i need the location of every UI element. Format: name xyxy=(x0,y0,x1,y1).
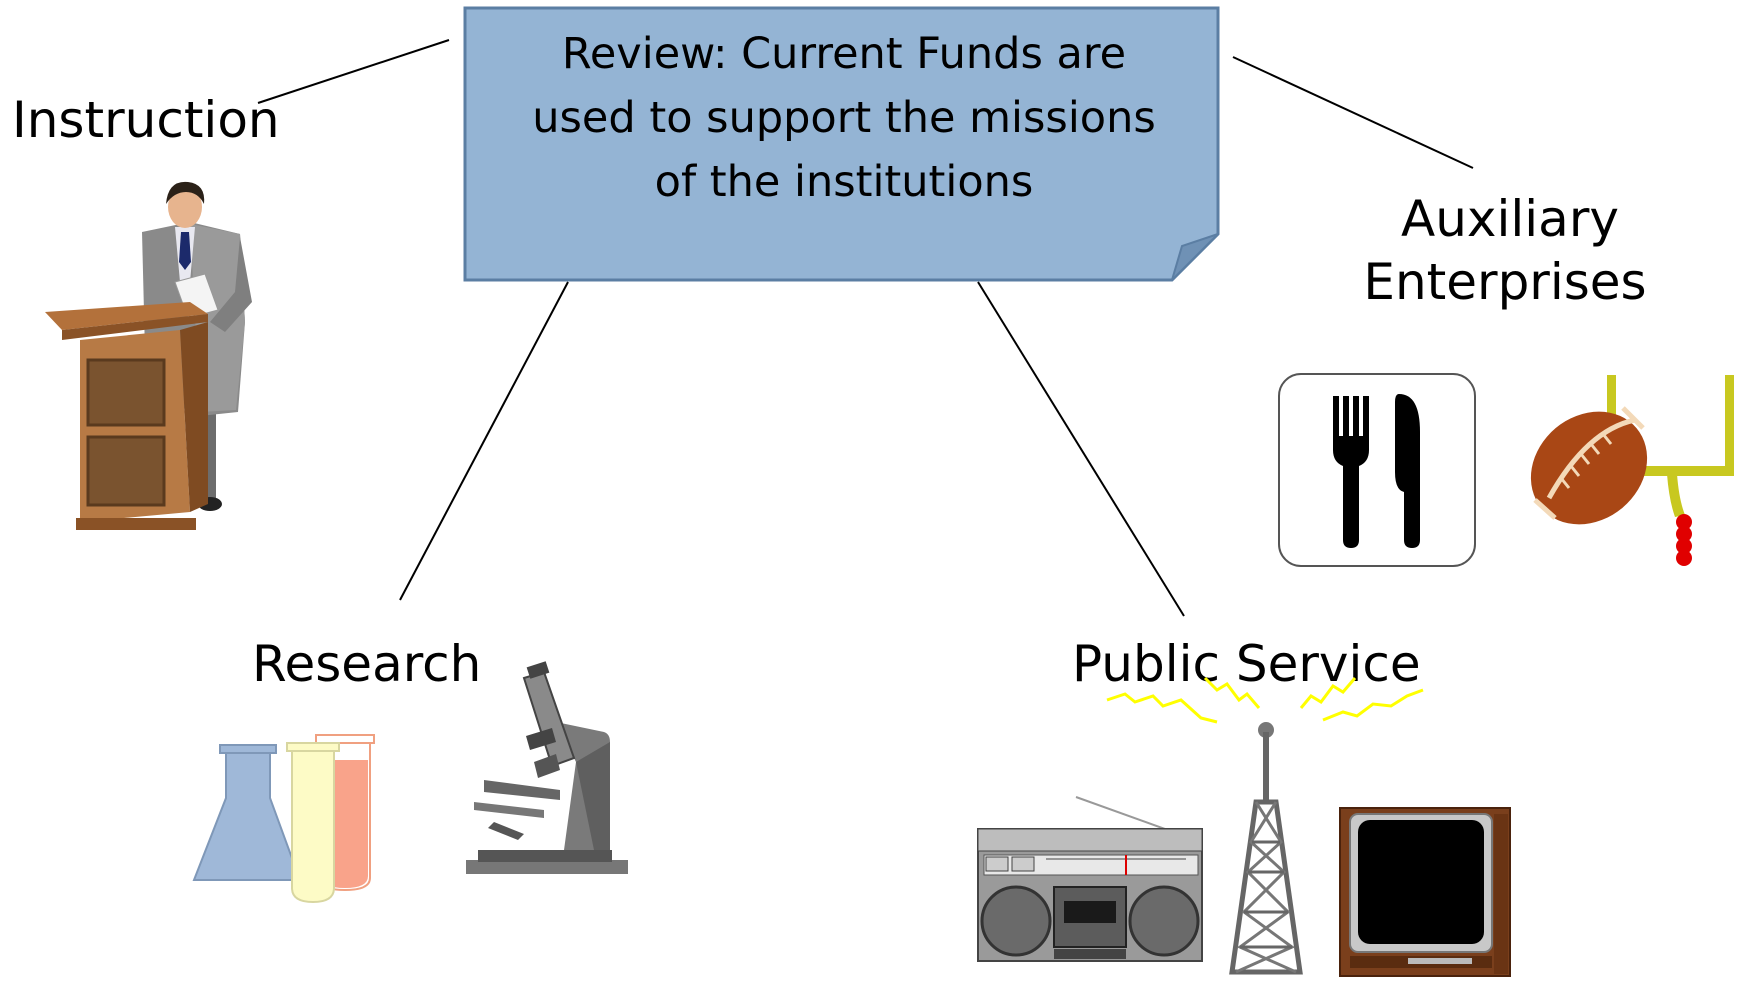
connector-auxiliary xyxy=(1232,56,1474,169)
label-public-service: Public Service xyxy=(1072,635,1421,693)
connector-public-service xyxy=(977,281,1185,617)
label-instruction: Instruction xyxy=(12,91,280,149)
lab-flask-test-tubes-icon xyxy=(192,734,375,904)
note-line-3: of the institutions xyxy=(654,157,1034,207)
label-auxiliary-line1: Auxiliary xyxy=(1401,190,1619,248)
note-line-2: used to support the missions xyxy=(532,93,1156,143)
boombox-radio-icon xyxy=(977,796,1203,962)
microscope-icon xyxy=(466,661,628,874)
fork-knife-dining-icon xyxy=(1278,373,1476,567)
television-icon xyxy=(1339,807,1511,977)
connector-research xyxy=(399,281,569,601)
note-line-1: Review: Current Funds are xyxy=(561,29,1127,79)
label-auxiliary: Auxiliary Enterprises xyxy=(1360,188,1660,313)
radio-tower-icon xyxy=(1229,722,1303,975)
label-research: Research xyxy=(252,635,482,693)
connector-instruction xyxy=(257,39,450,104)
lecturer-at-podium-icon xyxy=(45,181,252,530)
label-auxiliary-line2: Enterprises xyxy=(1363,252,1647,311)
football-goalpost-icon xyxy=(1530,375,1734,566)
review-note-text: Review: Current Funds are used to suppor… xyxy=(468,22,1220,214)
broadcast-signal-waves xyxy=(1106,676,1424,724)
